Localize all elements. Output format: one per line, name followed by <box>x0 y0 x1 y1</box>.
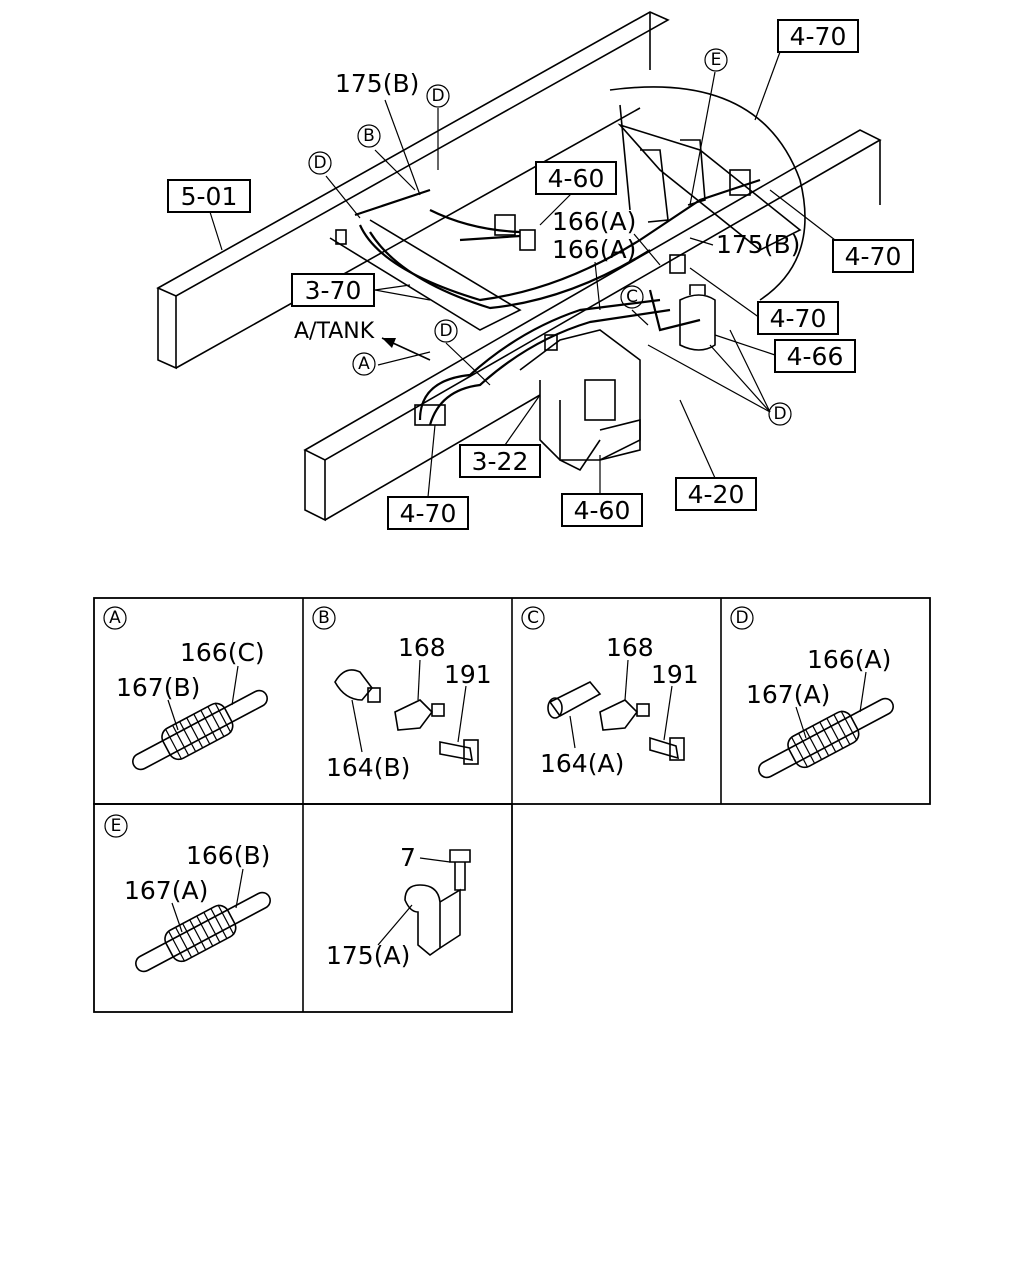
svg-text:D: D <box>431 86 444 106</box>
svg-text:4-66: 4-66 <box>787 342 844 371</box>
svg-text:C: C <box>626 287 638 307</box>
svg-text:3-70: 3-70 <box>305 276 362 305</box>
callout-166a-upper: 166(A) <box>552 207 636 236</box>
callout-175b-left: 175(B) <box>335 69 419 98</box>
svg-text:3-22: 3-22 <box>472 447 529 476</box>
svg-text:4-70: 4-70 <box>400 499 457 528</box>
bolt-191-c <box>649 736 679 760</box>
label-167a-e: 167(A) <box>124 876 208 905</box>
circle-letter-d-left: D <box>308 151 332 175</box>
svg-text:5-01: 5-01 <box>181 182 238 211</box>
bolt-191-b <box>439 741 473 761</box>
circle-letter-d-top: D <box>426 84 450 108</box>
label-7: 7 <box>400 843 416 872</box>
elbow-fitting-164b <box>334 669 374 701</box>
detail-panel-d: D 166(A) 167(A) <box>730 606 894 779</box>
svg-text:E: E <box>111 816 122 836</box>
svg-text:A: A <box>358 354 370 374</box>
ref-box-3-22: 3-22 <box>459 444 541 478</box>
svg-text:4-70: 4-70 <box>770 304 827 333</box>
svg-text:A: A <box>109 608 121 628</box>
callout-175b-right: 175(B) <box>716 230 800 259</box>
svg-text:4-20: 4-20 <box>688 480 745 509</box>
ref-box-4-70-top: 4-70 <box>777 19 859 53</box>
ref-box-4-20: 4-20 <box>675 477 757 511</box>
bolt-7 <box>449 849 471 863</box>
detail-panel-clip: 7 175(A) <box>326 843 471 970</box>
label-164a: 164(A) <box>540 749 624 778</box>
leader-lines <box>209 51 836 498</box>
label-164b: 164(B) <box>326 753 410 782</box>
ref-box-4-66: 4-66 <box>774 339 856 373</box>
label-166c: 166(C) <box>180 638 265 667</box>
detail-panel-b: B 168 191 164(B) <box>312 606 492 782</box>
label-168-b: 168 <box>398 633 446 662</box>
svg-text:B: B <box>318 608 330 628</box>
ref-box-4-70-right: 4-70 <box>832 239 914 273</box>
svg-text:B: B <box>363 126 375 146</box>
label-175a: 175(A) <box>326 941 410 970</box>
chassis-drawing <box>156 11 882 522</box>
tank-label: A/TANK <box>294 319 375 344</box>
ref-box-5-01: 5-01 <box>167 179 251 213</box>
svg-text:4-60: 4-60 <box>548 164 605 193</box>
circle-letter-a: A <box>352 352 376 376</box>
svg-text:4-70: 4-70 <box>845 242 902 271</box>
svg-text:D: D <box>773 404 786 424</box>
detail-grid <box>93 597 931 1013</box>
detail-panel-c: C 168 191 164(A) <box>521 606 699 778</box>
coil-sleeve-e <box>135 891 271 973</box>
label-168-c: 168 <box>606 633 654 662</box>
label-167a-d: 167(A) <box>746 680 830 709</box>
label-166a-d: 166(A) <box>807 645 891 674</box>
circle-letter-e: E <box>704 48 728 72</box>
ref-box-4-60-lower: 4-60 <box>561 493 643 527</box>
circle-letter-d-mid: D <box>434 319 458 343</box>
detail-panel-e: E 166(B) 167(A) <box>104 814 271 973</box>
coil-sleeve-a <box>132 689 268 771</box>
svg-text:E: E <box>711 50 722 70</box>
svg-text:4-60: 4-60 <box>574 496 631 525</box>
detail-panel-a: A 166(C) 167(B) <box>103 606 268 771</box>
label-167b: 167(B) <box>116 673 200 702</box>
clip-175a <box>404 884 441 957</box>
coil-sleeve-d <box>758 697 894 779</box>
ref-box-4-70-mid: 4-70 <box>757 301 839 335</box>
svg-text:C: C <box>527 608 539 628</box>
svg-text:4-70: 4-70 <box>790 22 847 51</box>
circle-letter-b: B <box>357 124 381 148</box>
callout-166a-lower: 166(A) <box>552 235 636 264</box>
svg-text:D: D <box>313 153 326 173</box>
svg-text:D: D <box>439 321 452 341</box>
label-166b: 166(B) <box>186 841 270 870</box>
tee-fitting-168-b <box>394 699 434 731</box>
circle-letter-c: C <box>620 285 644 309</box>
tee-fitting-168-c <box>599 699 639 731</box>
ref-box-4-60-upper: 4-60 <box>535 161 617 195</box>
ref-box-4-70-bottom: 4-70 <box>387 496 469 530</box>
svg-text:D: D <box>735 608 748 628</box>
label-191-c: 191 <box>651 660 699 689</box>
label-191-b: 191 <box>444 660 492 689</box>
ref-box-3-70: 3-70 <box>291 273 375 307</box>
tank-arrow-head <box>382 338 396 348</box>
circle-letter-d-right: D <box>768 402 792 426</box>
union-fitting-164a <box>548 681 602 718</box>
